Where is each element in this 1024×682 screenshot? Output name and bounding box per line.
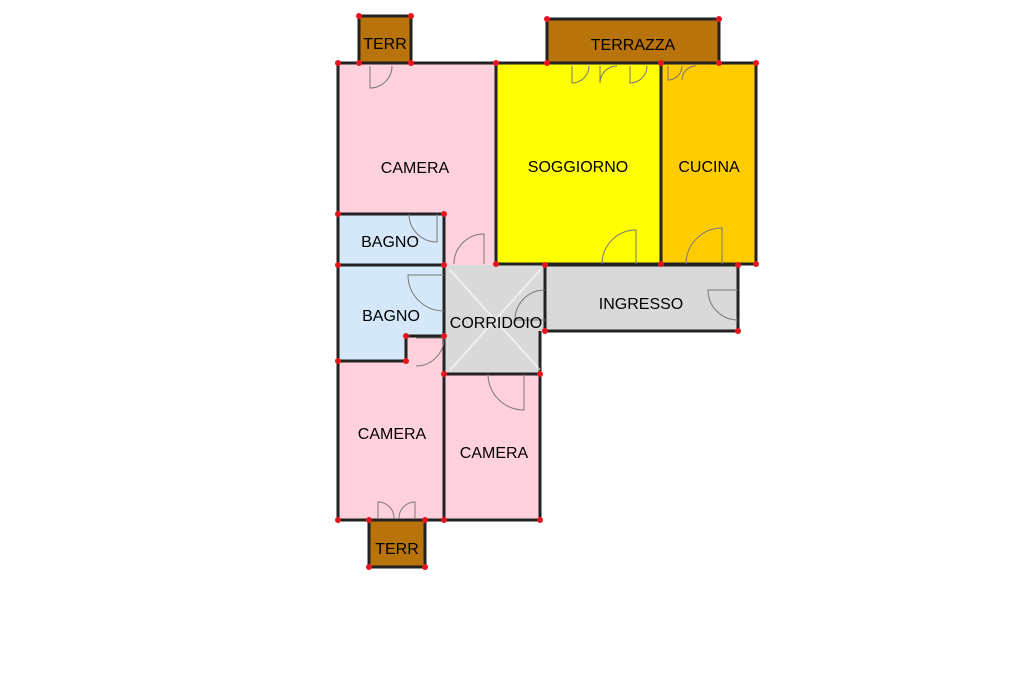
vertex-markers — [335, 13, 759, 570]
door-cucina-top — [667, 65, 697, 81]
door-corr-camera-br — [487, 373, 525, 411]
label-corridoio: CORRIDOIO — [450, 315, 542, 332]
door-bagno-2 — [407, 274, 445, 312]
label-camera-br: CAMERA — [460, 445, 529, 462]
label-ingresso: INGRESSO — [599, 296, 683, 313]
label-cucina: CUCINA — [678, 159, 740, 176]
label-bagno-2: BAGNO — [362, 308, 420, 325]
room-ingresso — [545, 265, 738, 331]
room-terr-top — [359, 16, 411, 63]
label-terr-top: TERR — [363, 36, 407, 53]
corridor-pattern — [449, 269, 541, 371]
label-terrazza: TERRAZZA — [591, 37, 676, 54]
door-camera-bl-terr — [377, 501, 416, 519]
door-camera-top-corr — [453, 233, 485, 265]
label-camera-bl: CAMERA — [358, 426, 427, 443]
room-camera-top-ext — [444, 214, 496, 265]
door-soggiorno-2 — [629, 65, 648, 84]
room-camera-top — [338, 63, 496, 214]
door-soggiorno-1 — [571, 65, 618, 84]
door-cucina-ingresso — [685, 227, 723, 265]
room-labels: TERR TERRAZZA CAMERA SOGGIORNO CUCINA BA… — [358, 36, 740, 558]
label-terr-bottom: TERR — [375, 541, 419, 558]
door-bagno-1 — [408, 213, 438, 243]
room-bagno-2 — [338, 265, 444, 361]
room-camera-bl — [338, 336, 444, 520]
room-terrazza — [547, 19, 719, 63]
label-camera-top: CAMERA — [381, 160, 450, 177]
door-ingresso — [707, 289, 739, 321]
room-fills — [338, 16, 756, 567]
label-bagno-1: BAGNO — [361, 234, 419, 251]
label-soggiorno: SOGGIORNO — [528, 159, 628, 176]
door-camera-top — [369, 65, 393, 89]
door-soggiorno-ingresso — [601, 229, 637, 265]
room-terr-bottom — [369, 520, 425, 567]
door-corr-ingresso — [514, 289, 546, 321]
